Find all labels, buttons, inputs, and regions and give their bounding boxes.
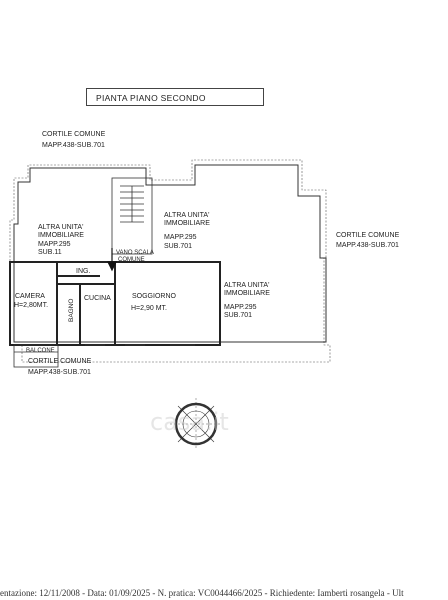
label-soggiorno: SOGGIORNO — [132, 293, 176, 300]
label-mapp-top: MAPP.438-SUB.701 — [42, 142, 105, 149]
label-altra-right-3: MAPP.295 — [224, 304, 257, 311]
balcony — [13, 344, 59, 368]
label-camera: CAMERA — [15, 293, 45, 300]
label-bagno: BAGNO — [68, 298, 75, 322]
label-altra-left-3: MAPP.295 — [38, 241, 71, 248]
label-balcone: BALCONE — [26, 348, 55, 354]
label-cortile-bottom: CORTILE COMUNE — [28, 358, 92, 365]
building-outline — [13, 164, 327, 343]
label-cortile-top: CORTILE COMUNE — [42, 131, 106, 138]
label-altra-left-4: SUB.11 — [38, 249, 62, 256]
stairwell — [111, 177, 153, 255]
label-ing: ING. — [76, 268, 91, 275]
label-altra-right-2: IMMOBILIARE — [224, 290, 270, 297]
label-altra-mid-2: IMMOBILIARE — [164, 220, 210, 227]
label-altra-left-1: ALTRA UNITA' — [38, 224, 84, 231]
unit-walls — [9, 261, 221, 346]
label-soggiorno-height: H=2,90 MT. — [131, 305, 167, 312]
label-camera-height: H=2,80MT. — [14, 302, 49, 309]
title-frame — [86, 88, 264, 106]
label-mapp-bottom: MAPP.438-SUB.701 — [28, 369, 91, 376]
label-vano-scala-2: COMUNE — [118, 257, 145, 263]
property-boundary — [9, 159, 331, 363]
watermark: casa.it — [150, 408, 229, 436]
entrance-arrow — [107, 248, 117, 272]
label-cortile-right: CORTILE COMUNE — [336, 232, 400, 239]
north-compass — [170, 398, 222, 450]
label-cucina: CUCINA — [84, 295, 111, 302]
label-altra-mid-3: MAPP.295 — [164, 234, 197, 241]
label-altra-mid-4: SUB.701 — [164, 243, 193, 250]
footer-text: entazione: 12/11/2008 - Data: 01/09/2025… — [0, 588, 404, 598]
label-altra-right-4: SUB.701 — [224, 312, 253, 319]
label-vano-scala-1: VANO SCALA — [116, 250, 154, 256]
label-altra-right-1: ALTRA UNITA' — [224, 282, 270, 289]
label-altra-left-2: IMMOBILIARE — [38, 232, 84, 239]
label-mapp-right: MAPP.438-SUB.701 — [336, 242, 399, 249]
plan-title: PIANTA PIANO SECONDO — [96, 93, 206, 103]
label-altra-mid-1: ALTRA UNITA' — [164, 212, 210, 219]
